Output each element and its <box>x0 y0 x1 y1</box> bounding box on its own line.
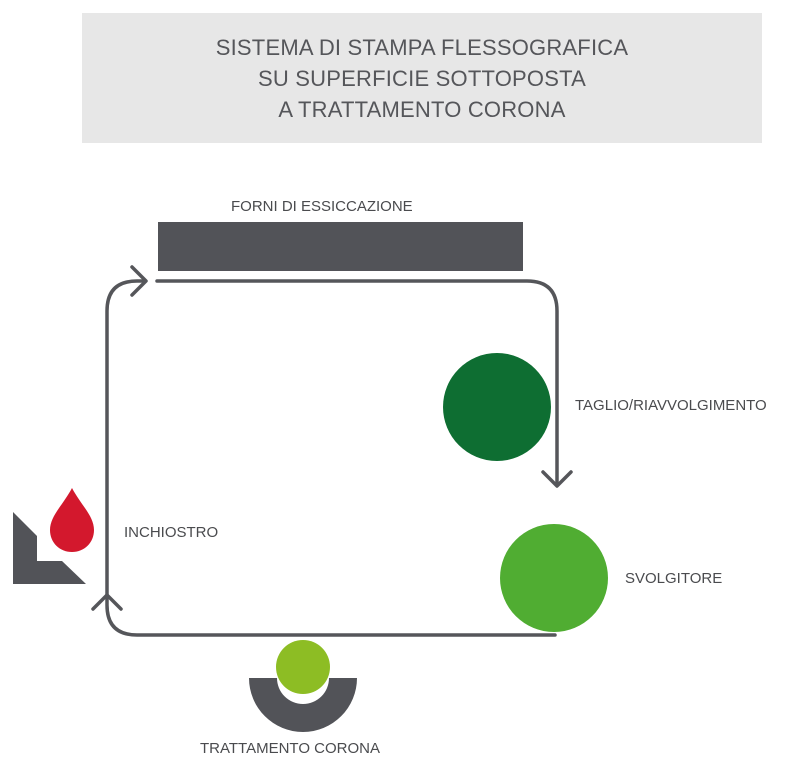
rewind-circle <box>443 353 551 461</box>
drying-ovens-label: FORNI DI ESSICCAZIONE <box>231 198 413 215</box>
flow-path-right <box>155 279 559 485</box>
title-line-3: A TRATTAMENTO CORONA <box>278 96 566 122</box>
ink-drop-icon <box>50 488 94 552</box>
unwind-label: SVOLGITORE <box>625 570 723 587</box>
ink-label: INCHIOSTRO <box>124 524 219 541</box>
arrowhead-right-icon <box>130 265 148 297</box>
arrowhead-down-icon <box>541 470 573 488</box>
flow-path <box>105 279 557 637</box>
rewind-label: TAGLIO/RIAVVOLGIMENTO <box>575 397 767 414</box>
corona-treatment-label: TRATTAMENTO CORONA <box>200 740 380 757</box>
drying-ovens-bar <box>158 222 523 271</box>
title-line-2: SU SUPERFICIE SOTTOPOSTA <box>258 65 586 91</box>
title-line-1: SISTEMA DI STAMPA FLESSOGRAFICA <box>215 34 629 60</box>
corona-base-icon <box>249 678 357 732</box>
title-box: SISTEMA DI STAMPA FLESSOGRAFICA SU SUPER… <box>82 13 762 143</box>
ink-base-icon <box>13 512 86 584</box>
unwind-circle <box>500 524 608 632</box>
arrowhead-up-icon <box>91 593 123 611</box>
corona-roller-circle <box>276 640 330 694</box>
